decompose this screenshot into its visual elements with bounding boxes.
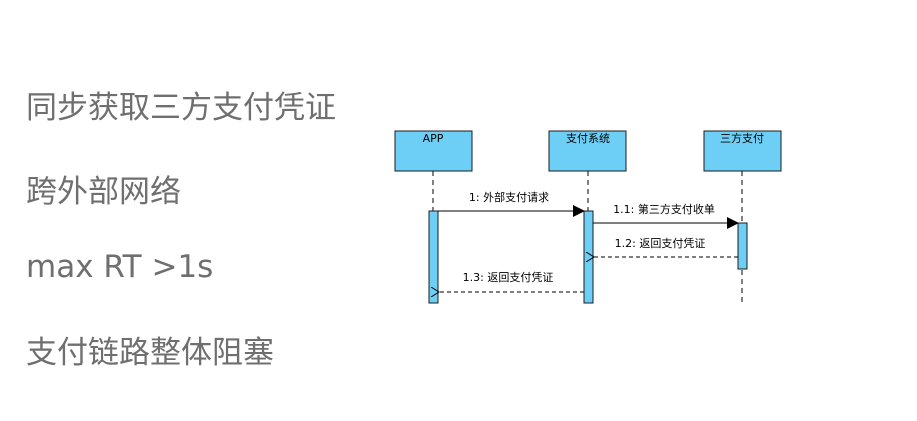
message-1-1-label: 1.1: 第三方支付收单 [613,202,715,216]
activation-third-party [737,222,748,270]
bullet-blocking: 支付链路整体阻塞 [26,335,274,371]
participant-app: APP [394,130,473,172]
message-1-2-label: 1.2: 返回支付凭证 [615,236,706,250]
bullet-cross-network: 跨外部网络 [26,174,181,210]
message-1-label: 1: 外部支付请求 [469,190,549,204]
message-1-3-label: 1.3: 返回支付凭证 [463,270,554,284]
bullet-max-rt: max RT >1s [26,249,214,285]
activation-app [428,210,439,304]
participant-third-party-label: 三方支付 [720,131,764,145]
bullet-sync-fetch: 同步获取三方支付凭证 [26,90,336,126]
activation-payment-system [583,210,594,304]
participant-payment-system-label: 支付系统 [566,132,610,145]
participant-payment-system: 支付系统 [548,130,627,172]
participant-third-party: 三方支付 [703,130,782,172]
participant-app-label: APP [423,132,444,145]
